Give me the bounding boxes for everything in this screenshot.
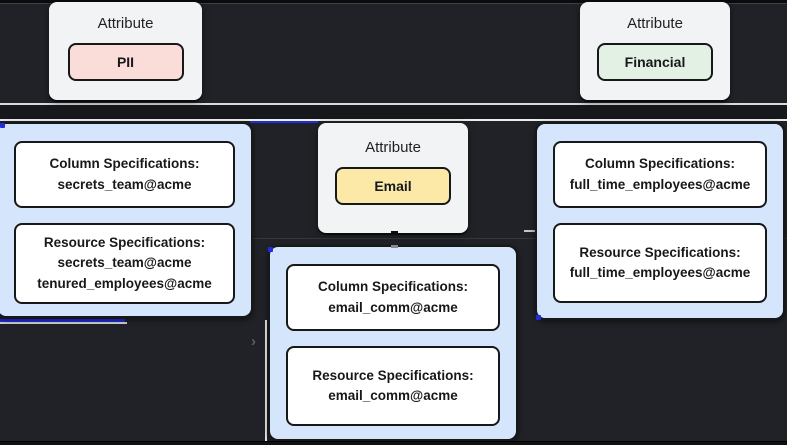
horizontal-line-upper <box>0 103 787 105</box>
spec-group-secrets-team[interactable]: Column Specifications: secrets_team@acme… <box>0 122 253 318</box>
selected-edge-segment <box>0 319 125 322</box>
attribute-node-title: Attribute <box>97 15 154 32</box>
horizontal-line-lower <box>0 119 787 121</box>
resource-spec-title: Resource Specifications: <box>312 367 474 383</box>
spec-group-email-comm[interactable]: Column Specifications: email_comm@acme R… <box>268 245 518 441</box>
spec-group-full-time-employees[interactable]: Column Specifications: full_time_employe… <box>535 122 785 320</box>
attribute-chip-email[interactable]: Email <box>335 167 451 205</box>
resource-spec-value: email_comm@acme <box>328 388 458 403</box>
attribute-node-title: Attribute <box>365 139 421 156</box>
resource-spec-title: Resource Specifications: <box>43 235 206 250</box>
column-specifications-node[interactable]: Column Specifications: secrets_team@acme <box>14 141 235 208</box>
resource-spec-value: full_time_employees@acme <box>569 265 751 280</box>
attribute-chip-pii[interactable]: PII <box>67 43 184 81</box>
column-specifications-node[interactable]: Column Specifications: full_time_employe… <box>553 141 767 208</box>
resource-specifications-node[interactable]: Resource Specifications: email_comm@acme <box>286 346 500 426</box>
attribute-chip-financial[interactable]: Financial <box>597 43 713 81</box>
column-spec-value: secrets_team@acme <box>57 176 192 192</box>
column-spec-value: email_comm@acme <box>328 299 458 315</box>
dark-band <box>0 105 787 119</box>
attribute-node-financial[interactable]: Attribute Financial <box>580 2 730 100</box>
resource-spec-value: secrets_team@acme tenured_employees@acme <box>37 255 212 291</box>
attribute-node-title: Attribute <box>627 15 683 32</box>
selected-edge-segment <box>250 121 318 123</box>
column-spec-title: Column Specifications: <box>49 156 200 172</box>
column-spec-title: Column Specifications: <box>584 156 736 172</box>
column-specifications-node[interactable]: Column Specifications: email_comm@acme <box>286 264 500 331</box>
resource-specifications-node[interactable]: Resource Specifications: secrets_team@ac… <box>14 223 235 304</box>
arrowhead-icon: › <box>251 333 256 350</box>
edge-line-light <box>0 322 127 324</box>
vertical-edge-line <box>265 320 267 441</box>
resource-specifications-node[interactable]: Resource Specifications: full_time_emplo… <box>553 223 767 303</box>
attribute-node-email[interactable]: Attribute Email <box>318 123 468 233</box>
resource-spec-title: Resource Specifications: <box>579 244 741 260</box>
column-spec-title: Column Specifications: <box>317 279 469 295</box>
attribute-node-pii[interactable]: Attribute PII <box>49 2 202 100</box>
column-spec-value: full_time_employees@acme <box>569 176 751 192</box>
bottom-band <box>0 441 787 445</box>
